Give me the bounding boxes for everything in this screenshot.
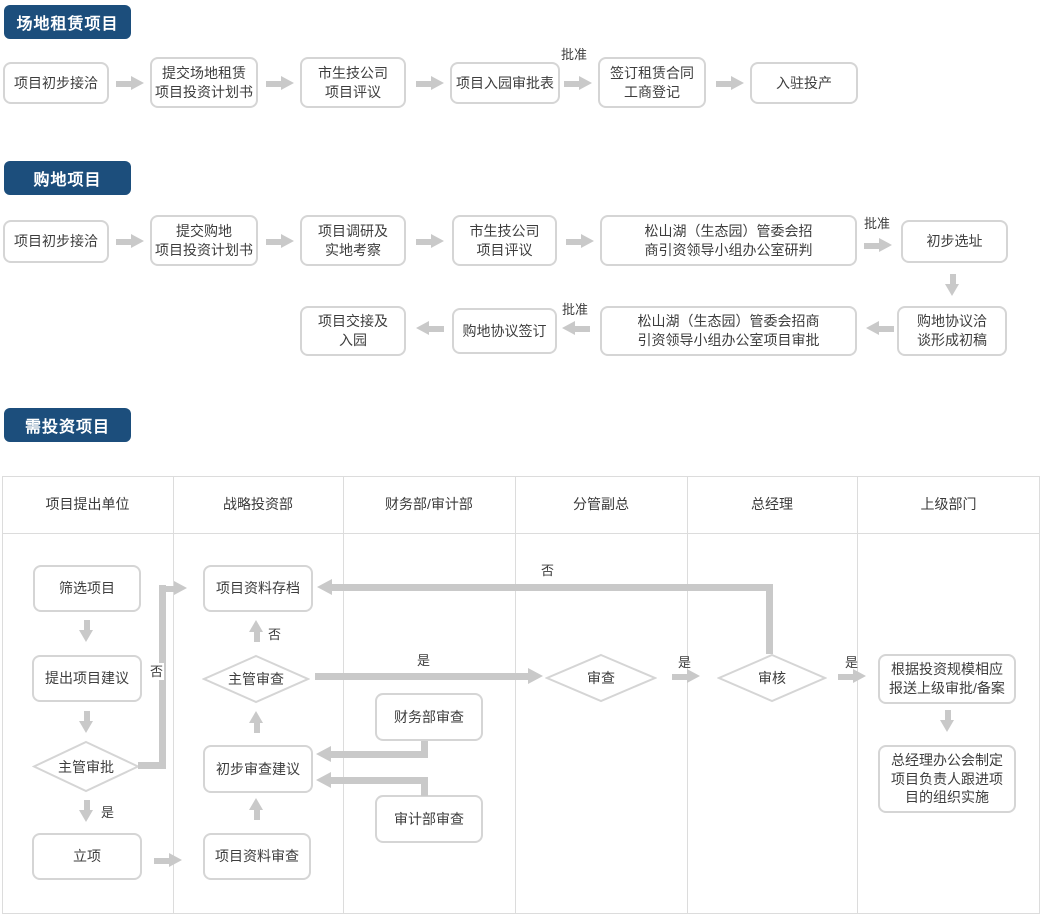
node-screen-projects: 筛选项目	[33, 565, 141, 612]
arrow-up-icon	[249, 620, 264, 642]
purchase-step-handover: 项目交接及 入园	[300, 306, 406, 356]
purchase-step-company-review: 市生技公司 项目评议	[452, 215, 557, 266]
arrow-right-icon	[154, 853, 182, 868]
arrow-left-icon	[562, 321, 590, 336]
arrow-right-icon	[416, 234, 444, 249]
section-title-investment: 需投资项目	[4, 408, 131, 442]
arrow-right-icon	[416, 76, 444, 91]
arrow-left-icon	[316, 746, 331, 762]
arrow-right-icon	[266, 234, 294, 249]
node-audit-review: 审计部审查	[375, 795, 483, 843]
arrow-right-icon	[116, 76, 144, 91]
lane-header-strategy-dept: 战略投资部	[223, 496, 293, 512]
lane-divider	[343, 477, 344, 913]
decision-supervisor-review: 主管审查	[202, 654, 310, 704]
connector-line	[138, 762, 166, 769]
arrow-right-icon	[566, 234, 594, 249]
lane-divider	[515, 477, 516, 913]
connector-line	[421, 741, 428, 758]
decision-gm-review: 审核	[717, 653, 827, 703]
rental-step-submit-plan: 提交场地租赁 项目投资计划书	[150, 57, 258, 108]
purchase-step-initial-contact: 项目初步接洽	[3, 220, 109, 263]
arrow-right-icon	[116, 234, 144, 249]
section-title-rental: 场地租赁项目	[4, 5, 131, 39]
lane-header-vp: 分管副总	[573, 496, 629, 512]
rental-step-initial-contact: 项目初步接洽	[3, 62, 109, 104]
node-report-to-superior: 根据投资规模相应 报送上级审批/备案	[878, 654, 1016, 704]
arrow-down-icon	[79, 800, 94, 822]
arrow-down-icon	[945, 274, 960, 296]
approve-label: 批准	[864, 216, 891, 231]
yes-label: 是	[417, 653, 431, 668]
rental-step-sign-contract: 签订租赁合同 工商登记	[598, 57, 706, 108]
decision-supervisor-approve: 主管审批	[32, 740, 140, 793]
lane-header-gm: 总经理	[751, 496, 793, 512]
node-establish-project: 立项	[32, 833, 142, 880]
arrow-left-icon	[866, 321, 894, 336]
no-label: 否	[268, 627, 282, 642]
yes-label: 是	[678, 655, 692, 670]
arrow-right-icon	[838, 669, 866, 684]
arrow-right-icon	[266, 76, 294, 91]
approve-label: 批准	[561, 47, 588, 62]
lane-divider	[857, 477, 858, 913]
lane-divider	[173, 477, 174, 913]
section-title-purchase: 购地项目	[4, 161, 131, 195]
arrow-right-icon	[564, 76, 592, 91]
arrow-right-icon	[528, 668, 543, 684]
arrow-down-icon	[940, 710, 955, 732]
rental-step-move-in: 入驻投产	[750, 62, 858, 104]
arrow-left-icon	[317, 579, 332, 595]
connector-line	[330, 751, 428, 758]
connector-line	[330, 777, 428, 784]
purchase-step-draft-agreement: 购地协议洽 谈形成初稿	[897, 306, 1007, 356]
purchase-step-submit-plan: 提交购地 项目投资计划书	[150, 215, 258, 266]
lane-divider	[687, 477, 688, 913]
node-finance-review: 财务部审查	[375, 693, 483, 741]
swimlane-frame	[2, 476, 1040, 914]
lane-header-superior: 上级部门	[920, 496, 977, 512]
arrow-right-icon	[864, 238, 892, 253]
no-label: 否	[149, 663, 165, 680]
arrow-right-icon	[716, 76, 744, 91]
diamond-shape-icon	[717, 653, 827, 703]
arrow-left-icon	[316, 772, 331, 788]
node-material-review: 项目资料审查	[203, 833, 311, 880]
arrow-up-icon	[249, 711, 264, 733]
diamond-shape-icon	[32, 740, 140, 793]
diamond-shape-icon	[545, 653, 657, 703]
node-archive-materials: 项目资料存档	[203, 565, 313, 612]
arrow-down-icon	[79, 711, 94, 733]
purchase-step-committee-approval: 松山湖（生态园）管委会招商 引资领导小组办公室项目审批	[600, 306, 857, 356]
arrow-down-icon	[79, 620, 94, 642]
purchase-step-survey: 项目调研及 实地考察	[300, 215, 406, 266]
connector-line	[421, 777, 428, 796]
arrow-right-icon	[159, 581, 187, 596]
purchase-step-site-selection: 初步选址	[901, 220, 1008, 263]
node-gm-office-implementation: 总经理办公会制定 项目负责人跟进项 目的组织实施	[878, 745, 1016, 813]
node-propose-project: 提出项目建议	[32, 655, 142, 702]
connector-line	[315, 673, 530, 680]
arrow-right-icon	[672, 669, 700, 684]
lane-header-proposer: 项目提出单位	[45, 496, 130, 512]
connector-line	[766, 584, 773, 654]
yes-label: 是	[845, 655, 859, 670]
arrow-left-icon	[416, 321, 444, 336]
decision-vp-review: 审查	[545, 653, 657, 703]
no-label: 否	[541, 563, 555, 578]
lane-header-finance-audit: 财务部/审计部	[385, 496, 473, 512]
diamond-shape-icon	[202, 654, 310, 704]
node-preliminary-review: 初步审查建议	[203, 745, 313, 793]
purchase-step-committee-study: 松山湖（生态园）管委会招 商引资领导小组办公室研判	[600, 215, 857, 266]
header-divider	[3, 533, 1039, 534]
rental-step-company-review: 市生技公司 项目评议	[300, 57, 406, 108]
approve-label: 批准	[562, 302, 589, 317]
purchase-step-sign-agreement: 购地协议签订	[452, 308, 557, 354]
connector-line	[332, 584, 773, 591]
arrow-up-icon	[249, 798, 264, 820]
rental-step-approval-form: 项目入园审批表	[450, 62, 560, 104]
yes-label: 是	[101, 805, 115, 820]
